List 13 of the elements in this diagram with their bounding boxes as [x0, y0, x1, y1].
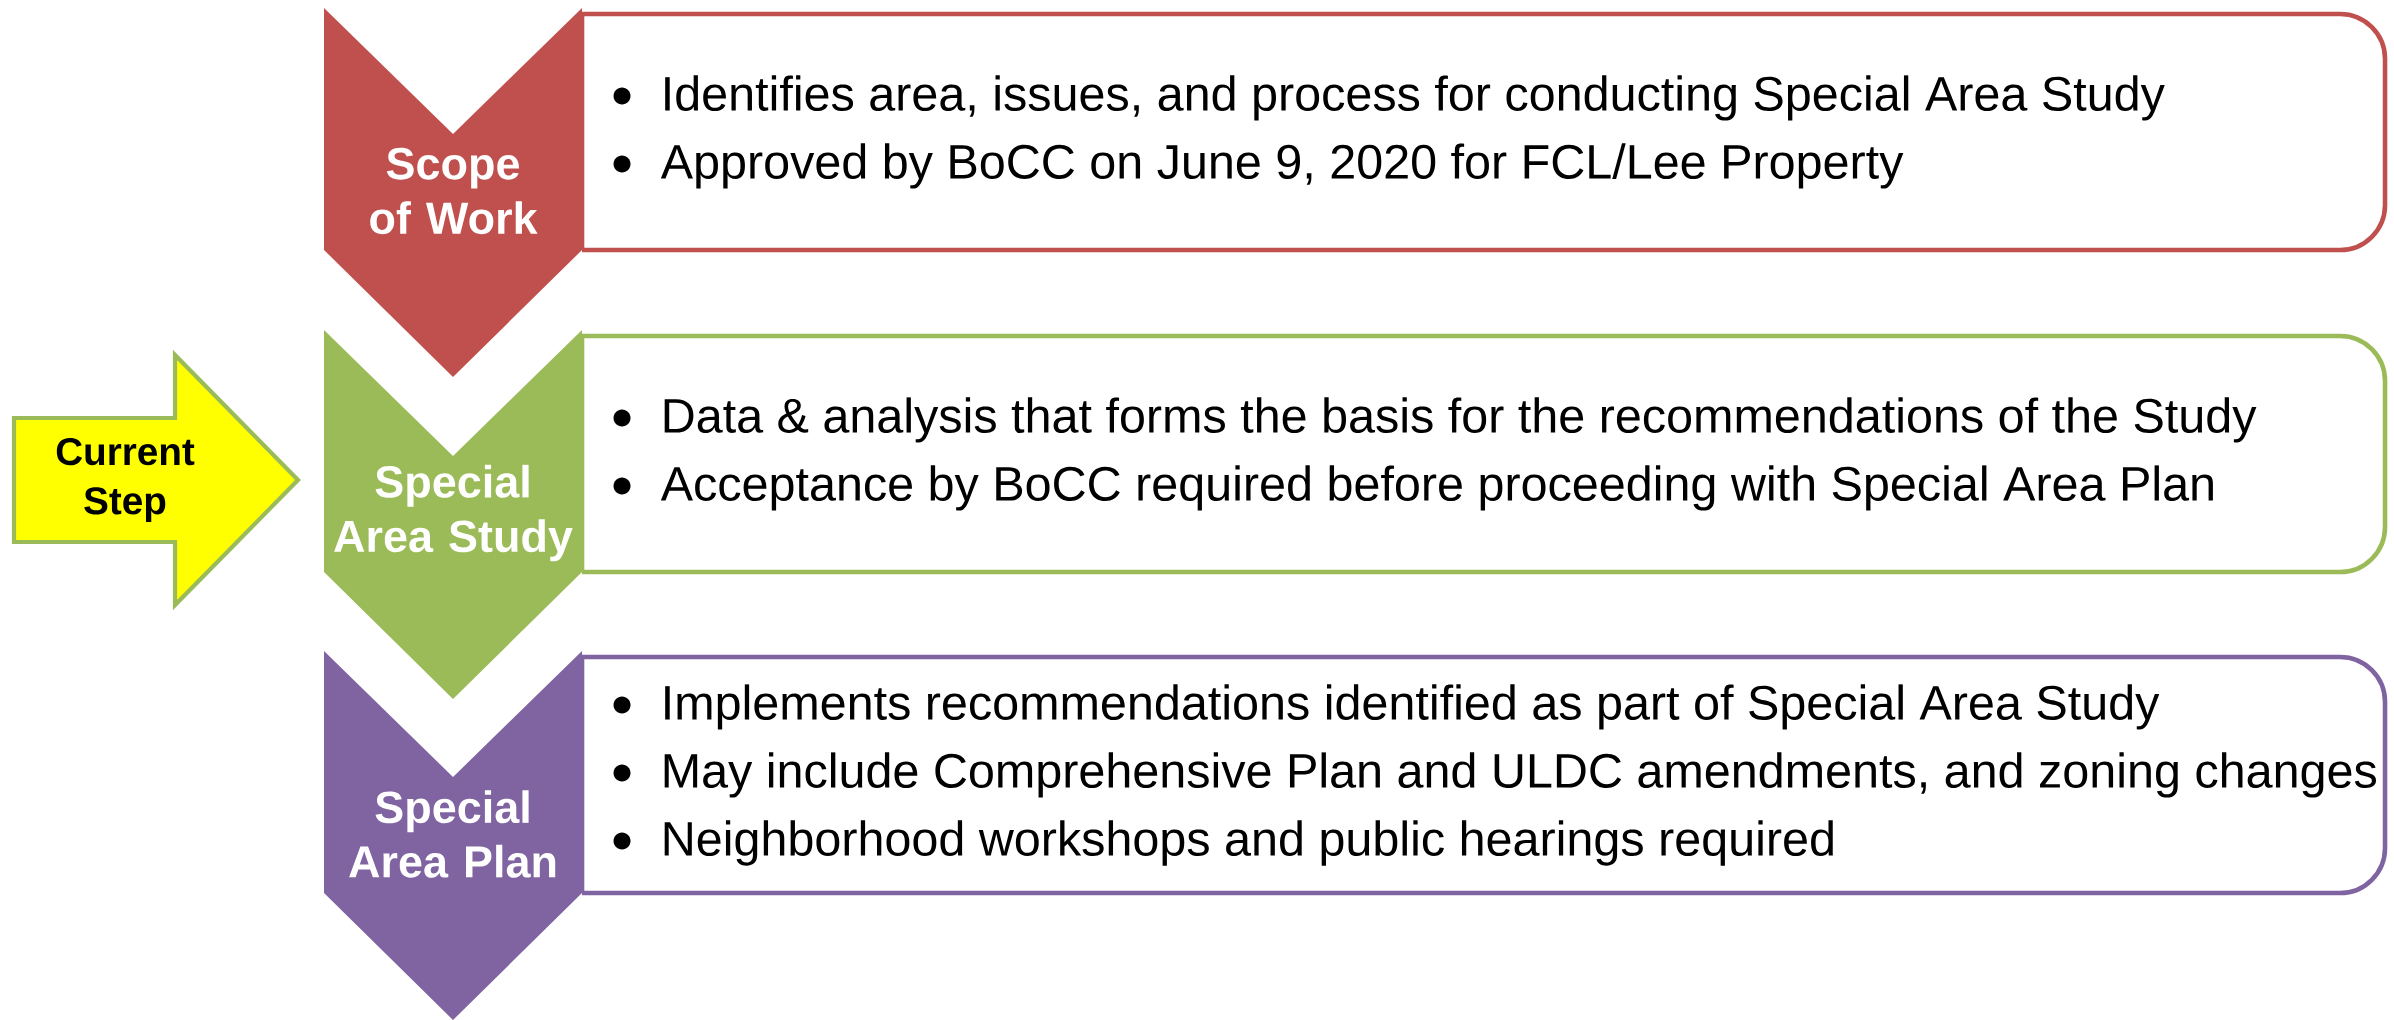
node-label: Implements recommendations identified as part of Special Area Study [665, 684, 2160, 730]
node-label: Identifies area, issues, and process for conducting Special Area Study [665, 75, 2165, 121]
text-box: Data & analysis that forms the basis for the recommendations of the Study Acceptance by BoCC required before proceeding with Special Area Plan [579, 333, 2388, 575]
node-label: Approved by BoCC on June 9, 2020 for FCL/Lee Property [660, 143, 1904, 189]
node-label: Acceptance by BoCC required before proceeding with Special Area Plan [660, 465, 2213, 511]
node-label: May include Comprehensive Plan and ULDC amendments, and zoning changes [664, 752, 2376, 798]
node-label: Data & analysis that forms the basis for the recommendations of the Study [664, 397, 2257, 443]
stage-banner: Special Area Plan [324, 651, 582, 1020]
stage-banner: Special Area Study [324, 330, 582, 699]
text-box: Identifies area, issues, and process for conducting Special Area Study Approved by BoCC on June 9, 2020 for FCL/Lee Property [579, 11, 2388, 253]
text-box: Implements recommendations identified as part of Special Area Study May include Comprehensive Plan and ULDC amendments, and zoning changes Neighborhood workshops and public hearings required [579, 654, 2388, 896]
node-label: Neighborhood workshops and public hearings required [664, 820, 1833, 866]
stage-banner: Scope of Work [324, 8, 582, 377]
